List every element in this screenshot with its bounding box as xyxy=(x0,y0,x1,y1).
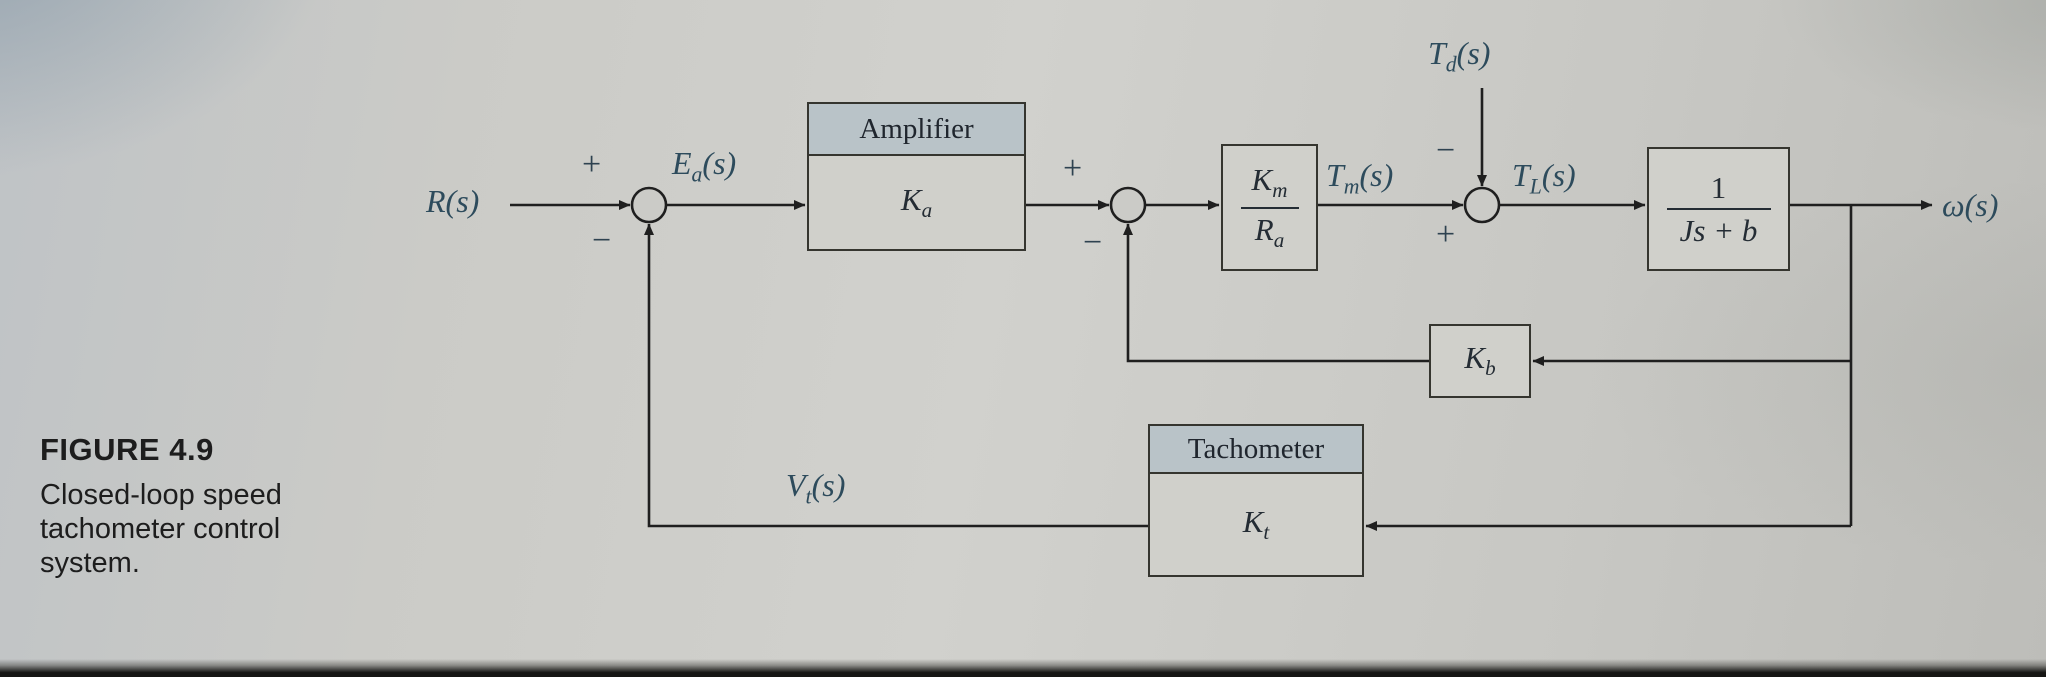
math-suffix: (s) xyxy=(1456,35,1491,71)
summer-2 xyxy=(1109,186,1147,224)
input-label: R(s) xyxy=(426,183,480,225)
caption-line: tachometer control xyxy=(40,513,281,546)
math-sub: b xyxy=(1485,356,1496,381)
caption-title: FIGURE 4.9 xyxy=(40,432,214,467)
amplifier-title: Amplifier xyxy=(809,104,1024,156)
math-sub: t xyxy=(805,484,812,509)
fraction-bar xyxy=(1240,206,1299,209)
load-numerator: 1 xyxy=(1710,170,1727,205)
load-block: 1 Js + b xyxy=(1647,147,1790,271)
tachometer-block: Tachometer Kt xyxy=(1148,424,1364,577)
motor-torque-label: Tm(s) xyxy=(1326,157,1394,199)
motor-fraction: Km Ra xyxy=(1240,164,1299,251)
tachometer-title: Tachometer xyxy=(1150,426,1362,474)
sum2-plus-sign: + xyxy=(1063,150,1083,187)
math-sub: m xyxy=(1343,174,1360,199)
math-sub: a xyxy=(1273,227,1285,252)
motor-denominator: Ra xyxy=(1255,214,1284,251)
tach-voltage-label: Vt(s) xyxy=(786,467,846,509)
error-label: Ea(s) xyxy=(672,145,737,187)
amplifier-gain: Ka xyxy=(809,156,1024,249)
math-sub: m xyxy=(1272,178,1288,203)
kb-block: Kb xyxy=(1429,324,1531,398)
math-sub: L xyxy=(1529,174,1542,199)
math-base: V xyxy=(786,467,806,503)
math-sub: a xyxy=(921,198,933,223)
motor-numerator: Km xyxy=(1252,164,1288,201)
kb-gain: Kb xyxy=(1431,326,1529,396)
math-base: T xyxy=(1428,35,1446,71)
sum1-plus-sign: + xyxy=(582,146,602,183)
load-torque-label: TL(s) xyxy=(1512,157,1576,199)
math-base: K xyxy=(1251,162,1273,198)
math-base: ω xyxy=(1942,187,1965,223)
math-suffix: (s) xyxy=(1541,157,1576,193)
sum2-minus-sign: − xyxy=(1083,224,1103,261)
page-edge-strip xyxy=(0,659,2046,677)
amplifier-block: Amplifier Ka xyxy=(807,102,1026,251)
math-suffix: (s) xyxy=(1359,157,1394,193)
motor-gain-block: Km Ra xyxy=(1221,144,1318,271)
math-suffix: (s) xyxy=(445,183,480,219)
math-base: E xyxy=(672,145,692,181)
load-denominator: Js + b xyxy=(1679,213,1758,248)
math-suffix: (s) xyxy=(1964,187,1999,223)
figure-caption: FIGURE 4.9 Closed-loop speed tachometer … xyxy=(40,432,282,581)
math-base: K xyxy=(1242,503,1264,539)
math-base: R xyxy=(426,183,446,219)
summer-3 xyxy=(1463,186,1501,224)
fraction-bar xyxy=(1666,208,1771,210)
math-suffix: (s) xyxy=(702,145,737,181)
math-base: K xyxy=(900,181,922,217)
load-fraction: 1 Js + b xyxy=(1666,170,1771,248)
math-base: R xyxy=(1254,211,1274,247)
output-label: ω(s) xyxy=(1942,187,1999,229)
math-base: T xyxy=(1512,157,1530,193)
sum1-minus-sign: − xyxy=(592,222,612,259)
math-sub: a xyxy=(691,162,703,187)
math-base: T xyxy=(1326,157,1344,193)
tachometer-gain: Kt xyxy=(1150,474,1362,575)
sum3-plus-sign: + xyxy=(1436,216,1456,253)
sum3-minus-sign: − xyxy=(1436,132,1456,169)
math-sub: d xyxy=(1445,52,1457,77)
math-suffix: (s) xyxy=(811,467,846,503)
math-sub: t xyxy=(1263,520,1270,545)
summer-1 xyxy=(630,186,668,224)
math-base: K xyxy=(1464,340,1486,376)
disturbance-label: Td(s) xyxy=(1428,35,1491,77)
caption-line: system. xyxy=(40,547,140,580)
caption-line: Closed-loop speed xyxy=(40,479,282,511)
